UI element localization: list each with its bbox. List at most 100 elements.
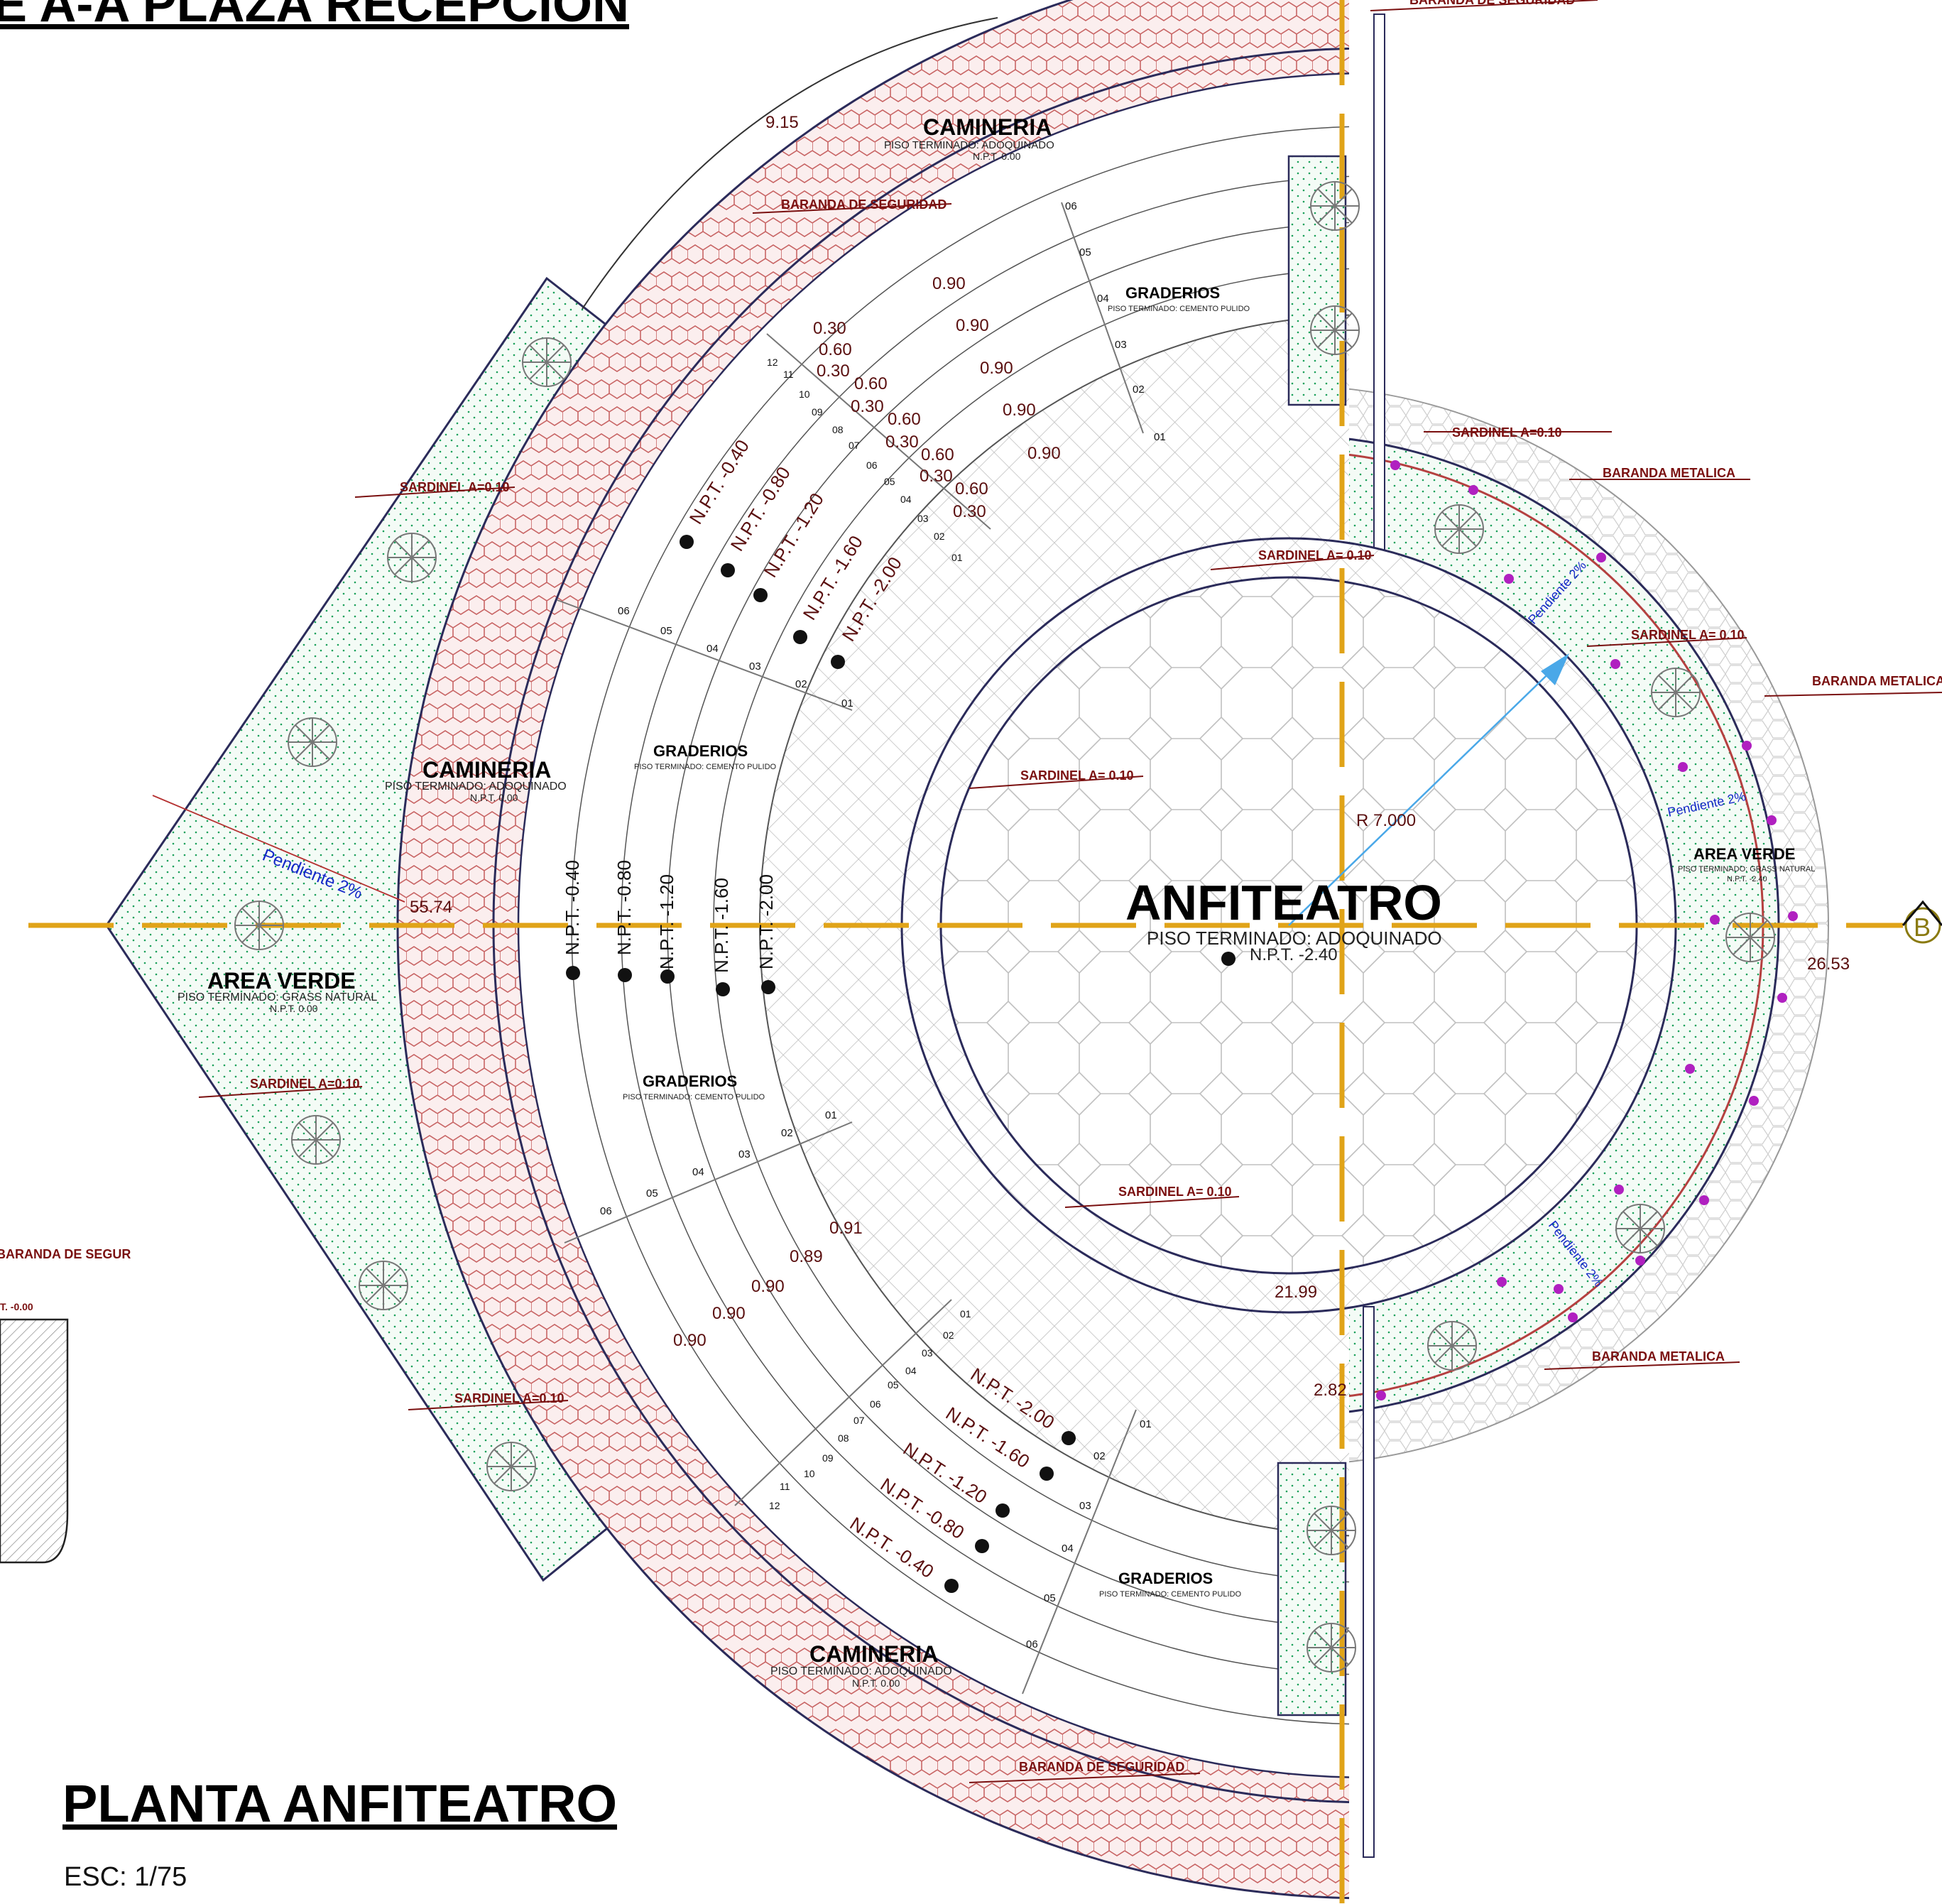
callout-sardinel-8: SARDINEL A=0.10 xyxy=(454,1391,564,1405)
flower-icon xyxy=(1788,911,1798,921)
dim-030: 0.30 xyxy=(953,502,986,521)
level-160: N.P.T. -1.60 xyxy=(711,878,732,973)
flower-icon xyxy=(1767,815,1777,825)
step-number: 07 xyxy=(849,440,860,451)
cut-section-wall xyxy=(0,1318,69,1564)
tree-icon xyxy=(291,1115,341,1165)
step-number: 03 xyxy=(749,660,761,673)
zone-title-camineria-left: CAMINERIA xyxy=(422,757,551,783)
step-number: 02 xyxy=(943,1329,954,1341)
step-number: 09 xyxy=(812,406,823,418)
zone-finish-area-verde-left: PISO TERMINADO: GRASS NATURAL xyxy=(178,991,377,1003)
callout-baranda-seguridad-top: BARANDA DE SEGURIDAD xyxy=(781,197,947,212)
level-080: N.P.T. -0.80 xyxy=(613,860,635,955)
callout-sardinel-5: SARDINEL A= 0.10 xyxy=(1020,768,1134,783)
zone-level-camineria-left: N.P.T. 0.00 xyxy=(470,792,518,803)
zone-finish-graderios-bottom: PISO TERMINADO: CEMENTO PULIDO xyxy=(1099,1590,1242,1599)
zone-title-graderios-bottom: GRADERIOS xyxy=(1118,1570,1213,1587)
step-dimensions-lower: 0.91 0.89 0.90 0.90 0.90 xyxy=(673,1219,863,1350)
level-marker-icon xyxy=(761,980,775,994)
dim-060: 0.60 xyxy=(955,479,988,499)
zone-title-camineria-bottom: CAMINERIA xyxy=(809,1641,938,1667)
step-number: 03 xyxy=(1079,1500,1091,1512)
zone-title-camineria-top: CAMINERIA xyxy=(923,114,1052,140)
section-marker-label: B xyxy=(1914,913,1931,942)
callout-baranda-metalica-2: BARANDA METALICA xyxy=(1812,674,1942,688)
tree-icon xyxy=(359,1261,408,1310)
step-number: 12 xyxy=(769,1500,780,1511)
step-number: 06 xyxy=(866,459,878,471)
level-marker-icon xyxy=(995,1503,1010,1518)
step-number: 02 xyxy=(1093,1450,1106,1462)
flower-icon xyxy=(1685,1064,1695,1074)
callout-sardinel-6: SARDINEL A=0.10 xyxy=(250,1077,360,1091)
scale-label: ESC: 1/75 xyxy=(64,1862,187,1892)
radius-arrowhead xyxy=(1541,653,1569,685)
radius-line xyxy=(1288,656,1566,926)
section-marker-arrow xyxy=(1902,900,1942,926)
step-numbers-left: 06 05 04 03 02 01 xyxy=(618,605,853,709)
level-marker-icon xyxy=(660,969,675,984)
flower-icon xyxy=(1568,1312,1578,1322)
flower-icon xyxy=(1497,1277,1507,1287)
step-number: 05 xyxy=(1044,1592,1056,1604)
dim-030: 0.30 xyxy=(920,467,953,486)
level-marker-icon xyxy=(721,563,735,577)
level-marker-icon xyxy=(793,630,807,644)
step-number: 06 xyxy=(1065,200,1077,212)
level-marker-icon xyxy=(1040,1467,1054,1481)
callout-sardinel-2: SARDINEL A=0.10 xyxy=(1452,425,1562,440)
green-strip-bottom xyxy=(1277,1462,1347,1717)
flower-symbols xyxy=(1376,460,1798,1400)
flower-icon xyxy=(1468,485,1478,495)
callout-npt-cut: T. -0.00 xyxy=(0,1301,33,1312)
zone-level-area-verde-left: N.P.T. 0.00 xyxy=(270,1003,318,1014)
callout-baranda-metalica-3: BARANDA METALICA xyxy=(1592,1349,1725,1364)
step-number: 01 xyxy=(825,1109,837,1121)
flower-icon xyxy=(1749,1096,1759,1106)
dim-090: 0.90 xyxy=(751,1277,785,1296)
step-number: 02 xyxy=(1133,383,1145,396)
step-number: 03 xyxy=(922,1347,933,1359)
tree-icon xyxy=(288,717,337,767)
dimension-282: 2.82 xyxy=(1314,1381,1347,1400)
dim-090: 0.90 xyxy=(1027,444,1061,463)
callout-baranda-seguridad-topright: BARANDA DE SEGURIDAD xyxy=(1409,0,1575,7)
dim-090: 0.90 xyxy=(673,1331,707,1350)
flower-icon xyxy=(1376,1391,1386,1400)
step-number: 01 xyxy=(951,552,963,563)
step-number: 09 xyxy=(822,1452,834,1464)
zone-finish-graderios-left: PISO TERMINADO: CEMENTO PULIDO xyxy=(634,763,777,771)
dim-090: 0.90 xyxy=(932,274,966,293)
radius-label: R 7.000 xyxy=(1356,811,1416,830)
step-number: 05 xyxy=(646,1187,658,1199)
tree-icon xyxy=(1307,1623,1356,1672)
step-number: 02 xyxy=(795,678,807,690)
dimension-2653: 26.53 xyxy=(1807,954,1850,974)
dim-060: 0.60 xyxy=(888,410,921,429)
level-marker-symbols xyxy=(566,535,1235,1593)
zone-finish-camineria-top: PISO TERMINADO: ADOQUINADO xyxy=(884,139,1054,151)
step-number: 01 xyxy=(841,697,853,709)
tree-icon xyxy=(1307,1506,1356,1555)
step-number: 02 xyxy=(934,531,945,542)
section-marker-icon xyxy=(1904,907,1941,944)
tree-icon xyxy=(1434,504,1484,554)
step-number: 07 xyxy=(853,1415,865,1426)
callout-baranda-seguridad-cut: BARANDA DE SEGUR xyxy=(0,1247,131,1261)
tree-icon xyxy=(1615,1204,1665,1253)
dim-090: 0.90 xyxy=(956,316,989,335)
flower-icon xyxy=(1554,1284,1564,1294)
step-number: 01 xyxy=(960,1308,971,1320)
dim-090: 0.90 xyxy=(1003,401,1036,420)
tree-icon xyxy=(1427,1321,1477,1371)
flower-icon xyxy=(1635,1256,1645,1266)
step-number: 04 xyxy=(905,1365,917,1376)
tree-icon xyxy=(1310,181,1360,231)
flower-icon xyxy=(1742,741,1752,751)
flower-icon xyxy=(1610,659,1620,669)
step-number: 05 xyxy=(1079,246,1091,259)
step-numbers-top: 06 05 04 03 02 01 xyxy=(1065,200,1166,443)
step-number: 06 xyxy=(600,1205,612,1217)
